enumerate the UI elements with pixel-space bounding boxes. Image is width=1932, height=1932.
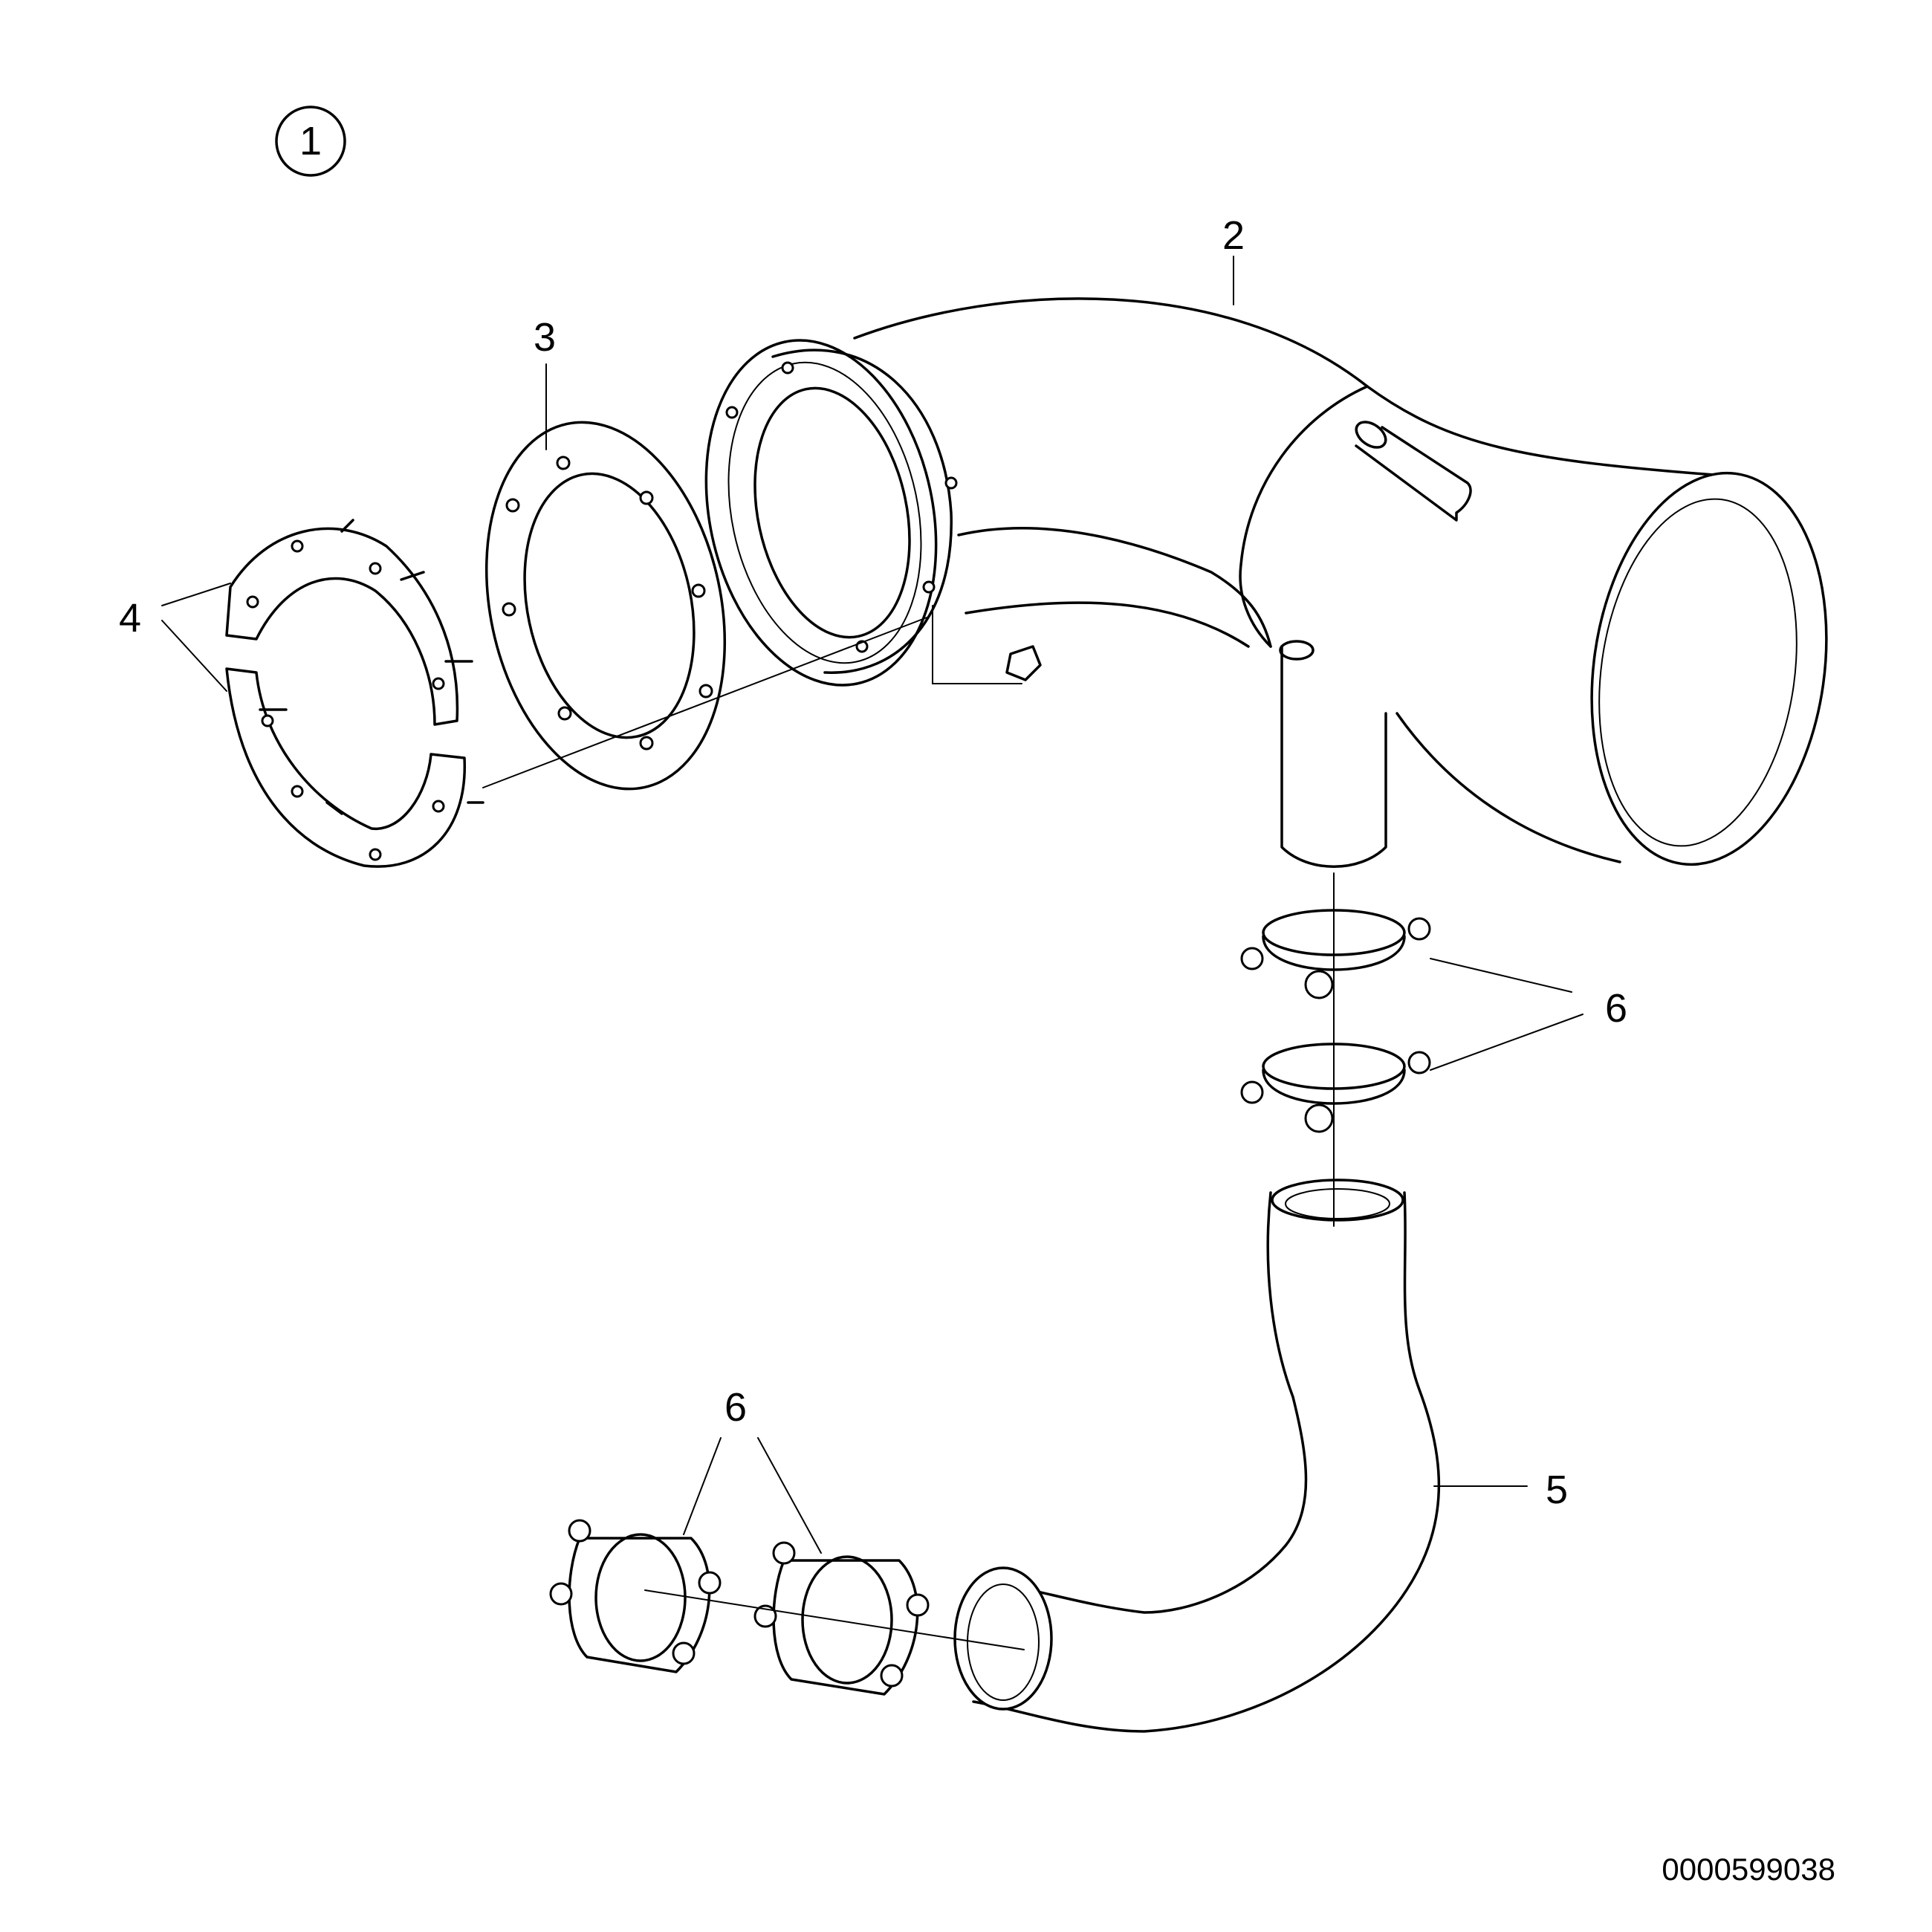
label-part-3: 3 <box>534 315 556 360</box>
clamp-band <box>594 1533 687 1662</box>
label-part-4: 4 <box>119 596 141 641</box>
clamp-bolt <box>698 1571 722 1595</box>
hose-right-contour <box>972 1191 1441 1733</box>
ring-lower-half <box>225 667 466 868</box>
leader-6-upper-b <box>1430 1014 1583 1071</box>
large-outlet-ring-inner <box>1598 498 1798 847</box>
nut <box>1005 645 1042 681</box>
leader-6-upper-a <box>1430 958 1572 993</box>
ring-hole <box>369 848 382 861</box>
down-pipe-top <box>1279 640 1315 661</box>
gasket-hole <box>557 706 572 721</box>
hose-top-end-outer <box>1271 1179 1404 1222</box>
ring-stud <box>400 571 425 581</box>
axis-horizontal-clamps <box>644 1589 1025 1650</box>
gasket-hole <box>502 602 516 617</box>
ring-hole <box>261 714 274 727</box>
down-pipe <box>1280 645 1387 868</box>
ring-hole <box>246 595 259 609</box>
large-outlet-ring-outer <box>1590 471 1828 866</box>
clamp-bolt <box>672 1641 696 1665</box>
sensor-boss-end <box>1355 421 1387 449</box>
leader-4a <box>161 583 231 606</box>
leader-4b <box>161 620 227 692</box>
axis-nut <box>932 605 1022 684</box>
ring-stud <box>325 801 343 815</box>
hose-side-end-outer <box>953 1566 1053 1711</box>
gasket-hole <box>698 684 713 698</box>
leader-6-lower-b <box>757 1437 822 1554</box>
clamp-band <box>801 1555 893 1685</box>
flange-bore <box>753 386 911 639</box>
clamp-bolt <box>1240 1080 1264 1104</box>
label-part-5: 5 <box>1546 1468 1568 1512</box>
part-3-gasket <box>484 421 727 791</box>
gasket-hole <box>639 736 654 751</box>
hose-side-end-inner <box>967 1583 1040 1701</box>
flange-bolt-hole <box>944 476 958 490</box>
gasket-outer <box>484 421 727 791</box>
gasket-hole <box>556 456 571 470</box>
leader-lines <box>161 256 1583 1554</box>
clamp-body <box>568 1537 711 1673</box>
label-part-6-upper: 6 <box>1605 986 1627 1031</box>
clamp-bolt <box>568 1519 591 1543</box>
leader-6-lower-a <box>683 1437 722 1535</box>
part-6-clamp-upper-1 <box>1240 909 1431 999</box>
clamp-bolt <box>1240 947 1264 970</box>
ring-hole <box>291 785 304 798</box>
ring-upper-half <box>225 527 459 726</box>
ring-hole <box>291 539 304 553</box>
hose-top-end-inner <box>1285 1188 1390 1219</box>
elbow-lower-contour <box>957 527 1272 648</box>
part-4-split-ring <box>225 519 484 868</box>
flange-bolt-hole <box>725 406 739 419</box>
clamp-bolt <box>1407 1051 1431 1074</box>
label-part-2: 2 <box>1222 213 1245 258</box>
housing-top-line <box>1366 385 1725 477</box>
part-5-hose <box>953 1179 1441 1733</box>
assembly-center-lines <box>482 605 1335 1650</box>
gasket-hole <box>505 498 520 513</box>
flange-outer <box>704 339 938 687</box>
document-number: 0000599038 <box>1662 1852 1835 1887</box>
clamp-bolt <box>880 1664 904 1688</box>
flange-inner-1 <box>727 361 922 664</box>
housing-bottom-line <box>1395 712 1621 863</box>
flange-bolt-hole <box>781 361 794 375</box>
part-6-clamp-lower-1 <box>549 1519 722 1673</box>
figure-number-badge: 1 <box>275 106 346 177</box>
clamp-bolt <box>549 1582 573 1606</box>
clamp-bolt <box>906 1593 930 1617</box>
hose-left-contour <box>979 1191 1308 1614</box>
clamp-body <box>772 1559 919 1696</box>
part-6-clamp-upper-2 <box>1240 1043 1431 1133</box>
ring-hole <box>432 800 445 813</box>
figure-number-text: 1 <box>299 119 322 163</box>
ring-hole <box>432 677 445 690</box>
clamp-bolt <box>1304 970 1334 999</box>
elbow-upper-contour <box>853 297 1369 388</box>
label-part-6-lower: 6 <box>724 1385 747 1430</box>
gasket-hole <box>639 490 654 505</box>
clamp-bolt <box>1304 1103 1334 1133</box>
part-6-clamp-lower-2 <box>753 1541 930 1696</box>
callout-labels: 2 3 4 5 6 6 <box>119 213 1627 1512</box>
flange-bolt-hole <box>922 580 936 594</box>
gasket-hole <box>691 583 706 598</box>
sensor-boss <box>1355 426 1472 522</box>
ring-stud <box>340 519 354 533</box>
gasket-inner <box>523 472 696 739</box>
axis-ring-to-flange <box>482 616 930 788</box>
clamp-bolt <box>753 1604 777 1628</box>
clamp-bolt <box>772 1541 796 1565</box>
flange-rim <box>771 349 953 674</box>
figure-number-circle <box>275 106 346 177</box>
part-2-elbow-pipe <box>704 297 1828 868</box>
elbow-bottom-contour <box>965 601 1250 648</box>
housing-left-contour <box>1239 385 1369 648</box>
ring-hole <box>369 562 382 575</box>
clamp-bolt <box>1407 917 1431 941</box>
